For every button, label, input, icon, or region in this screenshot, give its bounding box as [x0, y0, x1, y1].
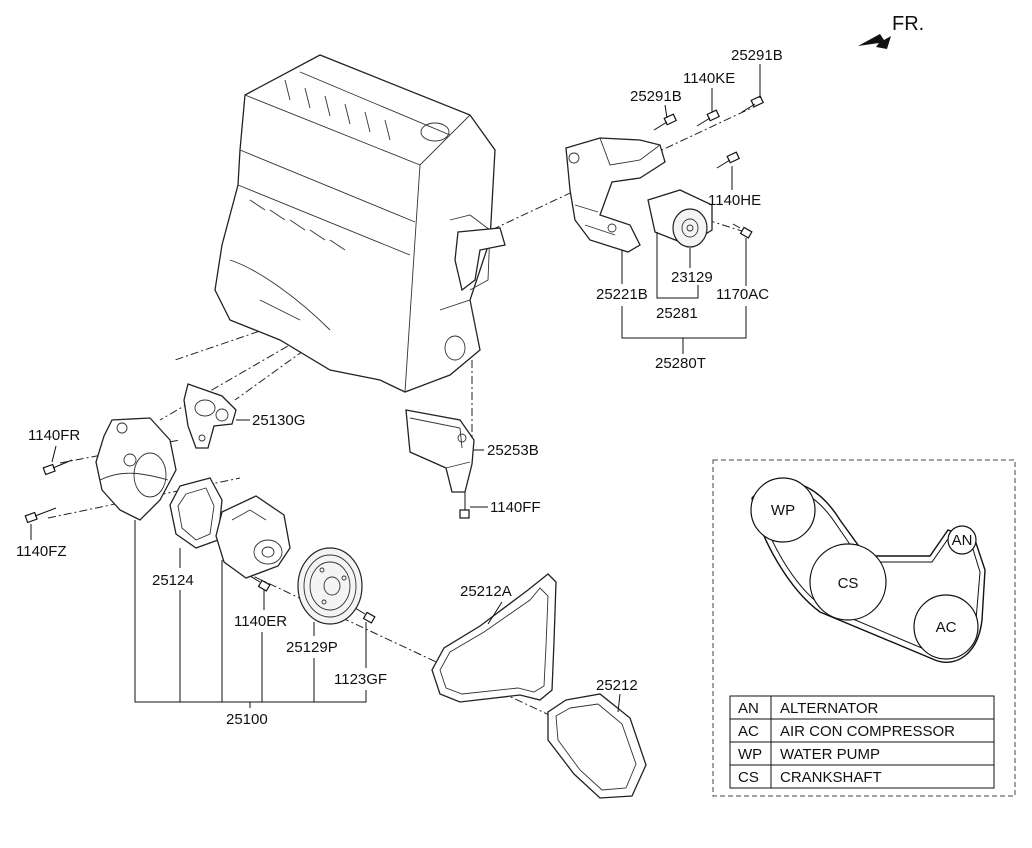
callout-1140FR: 1140FR: [28, 427, 80, 444]
callout-1140HE: 1140HE: [708, 192, 761, 209]
engine-mount-bracket: [454, 227, 506, 292]
belt-routing-panel: WP AN CS AC AN ALTERNATOR AC AIR CON COM…: [712, 459, 1016, 797]
front-direction-indicator: FR.: [858, 13, 924, 49]
legend-code: AC: [738, 723, 759, 740]
drive-belt-25212A: [431, 573, 557, 703]
bolt-1170AC-icon: [732, 223, 753, 239]
callout-1140KE: 1140KE: [683, 70, 735, 87]
legend-name: WATER PUMP: [780, 746, 880, 763]
belt-panel-border: [712, 459, 1016, 797]
callout-1123GF: 1123GF: [334, 671, 387, 688]
bolt-1140HE-icon: [716, 151, 741, 169]
bolt-25291B-left-icon: [653, 113, 678, 131]
callout-25291B-top: 25291B: [731, 47, 783, 64]
water-pump: [215, 495, 291, 579]
callouts: 25291B 1140KE 25291B 1140HE 23129 25221B…: [16, 47, 783, 728]
callout-25221B: 25221B: [596, 286, 648, 303]
legend-name: AIR CON COMPRESSOR: [780, 723, 955, 740]
legend-name: CRANKSHAFT: [780, 769, 882, 786]
pulley-wp: [750, 477, 816, 543]
legend-name: ALTERNATOR: [780, 700, 879, 717]
callout-25130G: 25130G: [252, 412, 305, 429]
pulley-ac: [913, 594, 979, 660]
callout-1140FF: 1140FF: [490, 499, 541, 516]
callout-25280T: 25280T: [655, 355, 706, 372]
bolt-1140ER-icon: [249, 575, 271, 592]
bolt-1123GF-icon: [354, 607, 376, 624]
callout-25253B: 25253B: [487, 442, 539, 459]
callout-25212: 25212: [596, 677, 638, 694]
bolt-1140KE-icon: [696, 109, 721, 127]
pulley-ac-label: AC: [936, 619, 957, 636]
callout-25281: 25281: [656, 305, 698, 322]
front-arrow-icon: [858, 34, 891, 49]
engine-block: [214, 54, 496, 393]
legend-code: AN: [738, 700, 759, 717]
drive-belt-25212: [547, 693, 647, 799]
callout-25212A: 25212A: [460, 583, 512, 600]
mount-bracket-25253B: [405, 409, 475, 493]
callout-25100: 25100: [226, 711, 268, 728]
tensioner-bracket: [565, 137, 666, 253]
pulley-legend-table: AN ALTERNATOR AC AIR CON COMPRESSOR WP W…: [729, 695, 995, 789]
front-label: FR.: [892, 13, 924, 35]
callout-25291B-left: 25291B: [630, 88, 682, 105]
gasket-25130G: [183, 383, 237, 449]
callout-1140ER: 1140ER: [234, 613, 287, 630]
gasket-25124: [169, 477, 223, 549]
water-pump-pulley: [297, 547, 363, 625]
bolt-25291B-top-icon: [741, 95, 765, 113]
callout-25129P: 25129P: [286, 639, 338, 656]
legend-code: WP: [738, 746, 762, 763]
bolts: [24, 95, 765, 624]
pulley-an: [947, 525, 977, 555]
pulley-cs: [809, 543, 887, 621]
callout-25124: 25124: [152, 572, 194, 589]
pulley-cs-label: CS: [838, 575, 859, 592]
legend-code: CS: [738, 769, 759, 786]
bolt-1140FR-icon: [42, 459, 73, 476]
pulley-an-label: AN: [952, 532, 973, 549]
callout-23129: 23129: [671, 269, 713, 286]
callout-1140FZ: 1140FZ: [16, 543, 67, 560]
tensioner-pulley: [647, 189, 713, 248]
pulley-wp-label: WP: [771, 502, 795, 519]
callout-1170AC: 1170AC: [716, 286, 769, 303]
bolt-1140FZ-icon: [24, 507, 57, 524]
bolt-1140FF-icon: [459, 492, 470, 519]
water-pump-housing: [95, 417, 177, 521]
